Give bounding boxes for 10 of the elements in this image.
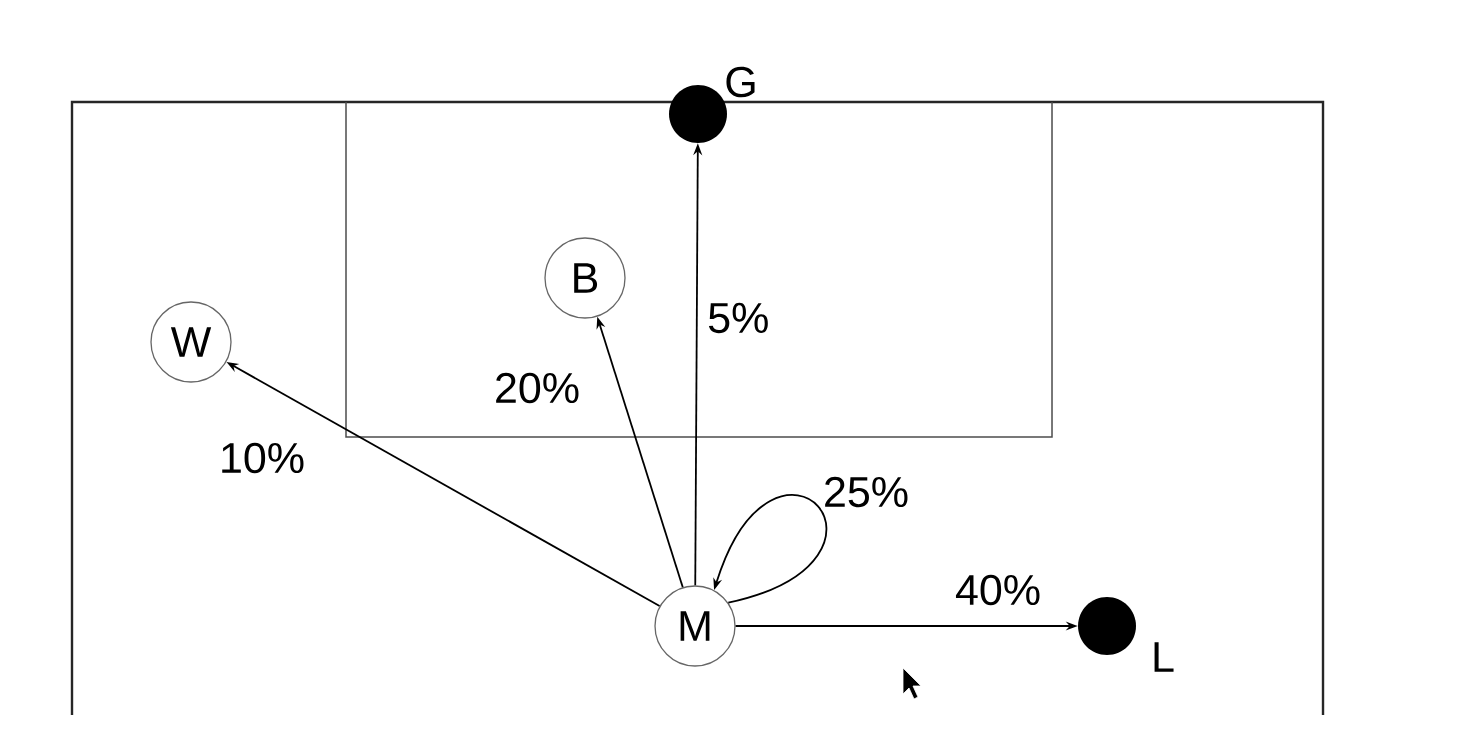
- filled-circle: [1078, 597, 1136, 655]
- loop-arrow: [713, 494, 827, 604]
- node-label: L: [1154, 642, 1174, 672]
- filled-circle: [669, 85, 727, 143]
- edge-label: 40%: [953, 572, 1044, 608]
- edge-label: 25%: [820, 474, 912, 510]
- edge-label: 20%: [491, 370, 583, 406]
- node-label: G: [726, 66, 755, 98]
- edge-label: 5%: [705, 300, 772, 336]
- edge-label: 10%: [216, 440, 308, 476]
